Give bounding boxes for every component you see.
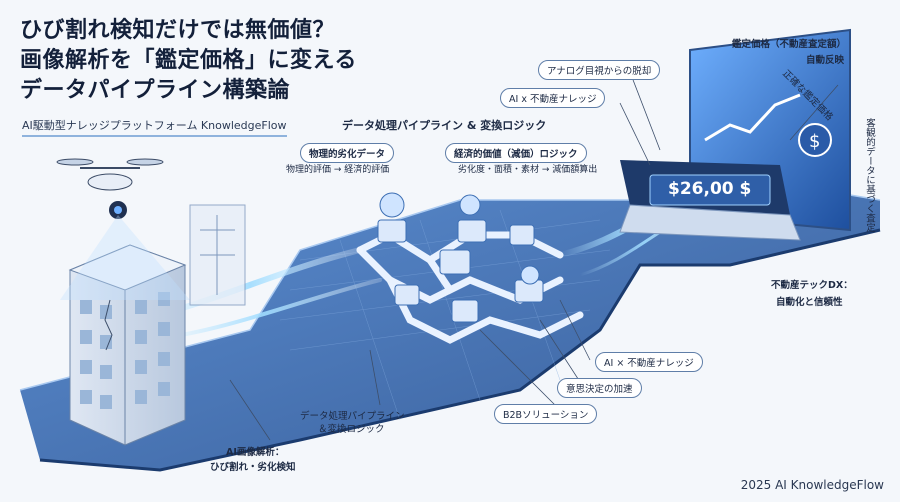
building: [68, 244, 187, 446]
blueprint-panel: [189, 204, 246, 306]
footer-copyright: 2025 AI KnowledgeFlow: [740, 478, 884, 492]
laptop: [619, 160, 801, 241]
economic-logic-pill: 経済的価値（減価）ロジック: [445, 143, 587, 163]
ai-image-line-1: AI画像解析：: [226, 447, 285, 458]
pipeline-bottom-line-1: データ処理パイプライン: [300, 411, 405, 422]
ai-image-line-2: ひび割れ・劣化検知: [210, 462, 296, 473]
appraisal-line-1: 鑑定価格（不動産査定額）: [732, 39, 847, 50]
analog-callout: アナログ目視からの脱却: [538, 60, 661, 80]
subtitle: AI駆動型ナレッジプラットフォーム KnowledgeFlow: [22, 117, 287, 137]
dx-line-1: 不動産テックDX：: [771, 280, 853, 291]
pipeline-bottom-line-2: ＆変換ロジック: [318, 424, 385, 435]
appraisal-line-2: 自動反映: [806, 55, 845, 66]
b2b-callout: B2Bソリューション: [494, 404, 598, 424]
title-line-1: ひび割れ検知だけでは無価値？: [20, 18, 336, 43]
ai-knowledge-top-callout: AI x 不動産ナレッジ: [500, 88, 606, 108]
title-line-2: 画像解析を「鑑定価格」に変える: [20, 48, 357, 73]
title-line-3: データパイプライン構築論: [20, 78, 291, 103]
economic-logic-desc: 劣化度・面積・素材 → 減価額算出: [458, 165, 598, 175]
svg-text:$: $: [809, 131, 820, 152]
decision-callout: 意思決定の加速: [557, 378, 642, 398]
callout-lines: [229, 71, 839, 441]
drone-icon: [56, 158, 190, 300]
physical-data-desc: 物理的評価 → 経済的評価: [286, 165, 390, 175]
price-display: $26,00 $: [668, 179, 752, 199]
physical-data-pill: 物理的劣化データ: [300, 143, 395, 163]
pipeline-header: データ処理パイプライン & 変換ロジック: [342, 119, 547, 132]
dx-line-2: 自動化と信頼性: [776, 297, 843, 308]
pipeline-nodes: [377, 192, 544, 323]
ai-knowledge-bottom-callout: AI × 不動産ナレッジ: [595, 352, 703, 372]
objective-label: 客観的データに基づく査定: [864, 118, 875, 232]
